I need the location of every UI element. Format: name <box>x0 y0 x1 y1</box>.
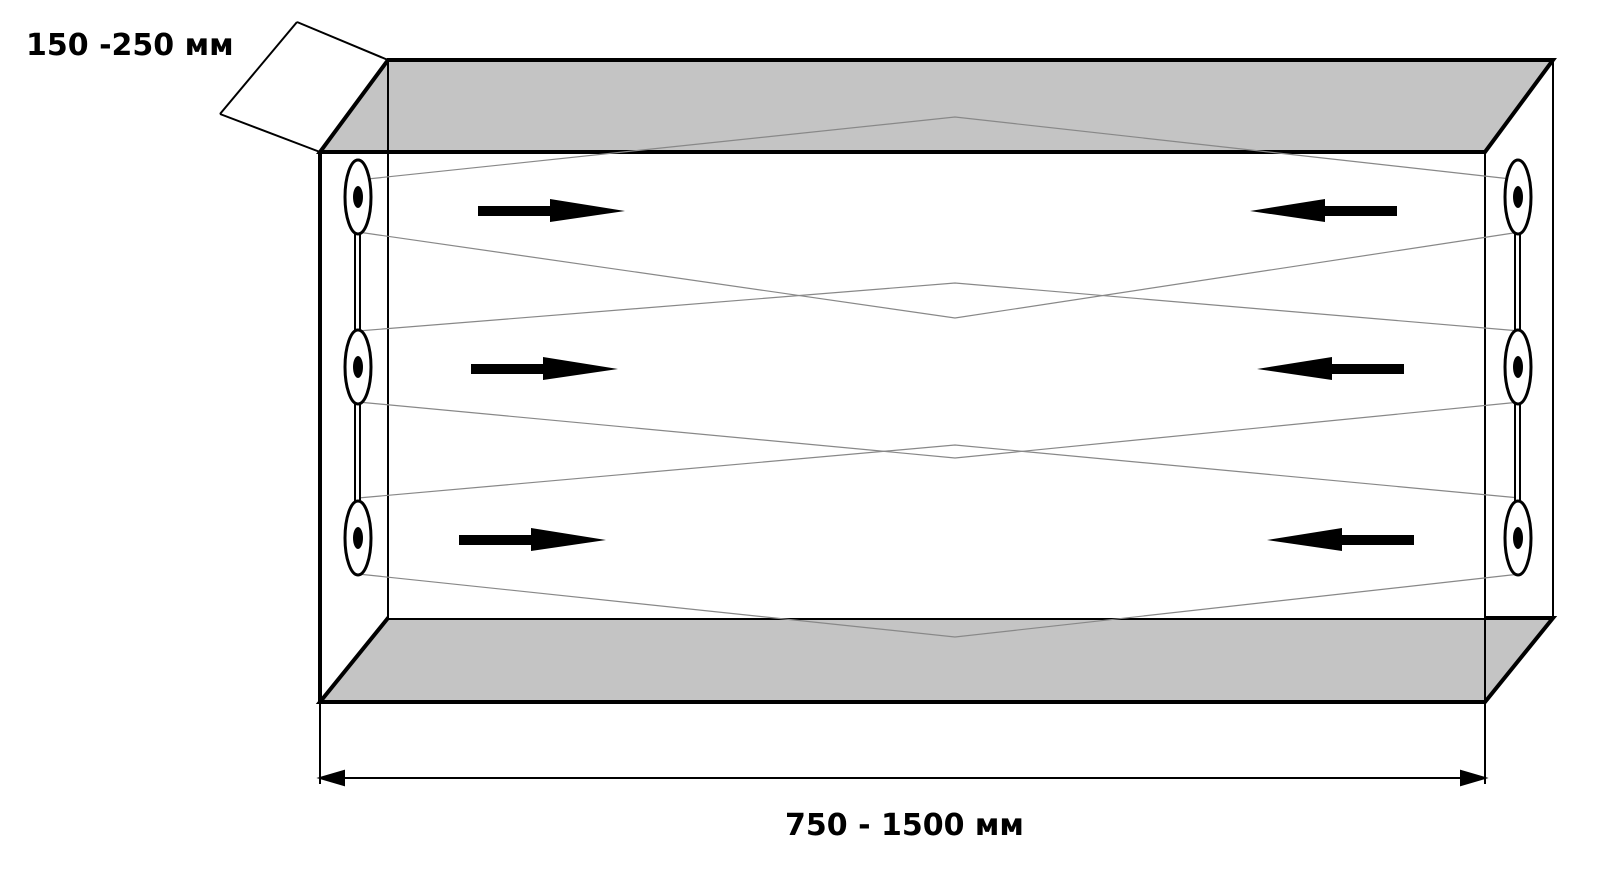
arrow-right <box>471 357 618 380</box>
right-anchors <box>1503 158 1533 577</box>
width-dimension <box>316 702 1489 787</box>
width-dimension-label: 750 - 1500 мм <box>785 808 1024 843</box>
lacing-lines <box>357 116 1521 638</box>
anchor-eyelet <box>1503 328 1533 406</box>
top-panel <box>316 58 1557 154</box>
depth-dimension <box>219 21 389 153</box>
box-edges <box>318 60 1554 704</box>
anchor-eyelet <box>1503 158 1533 236</box>
right-arrows <box>459 199 625 551</box>
arrow-left <box>1250 199 1397 222</box>
depth-dimension-label: 150 -250 мм <box>26 28 234 63</box>
anchor-eyelet <box>343 158 373 236</box>
anchor-eyelet <box>343 328 373 406</box>
left-anchors <box>343 158 373 577</box>
bottom-panel <box>315 616 1558 704</box>
arrow-right <box>459 528 606 551</box>
anchor-eyelet <box>1503 499 1533 577</box>
arrow-left <box>1267 528 1414 551</box>
arrow-right <box>478 199 625 222</box>
anchor-eyelet <box>343 499 373 577</box>
front-face <box>388 152 1485 618</box>
arrow-left <box>1257 357 1404 380</box>
left-arrows <box>1250 199 1414 551</box>
